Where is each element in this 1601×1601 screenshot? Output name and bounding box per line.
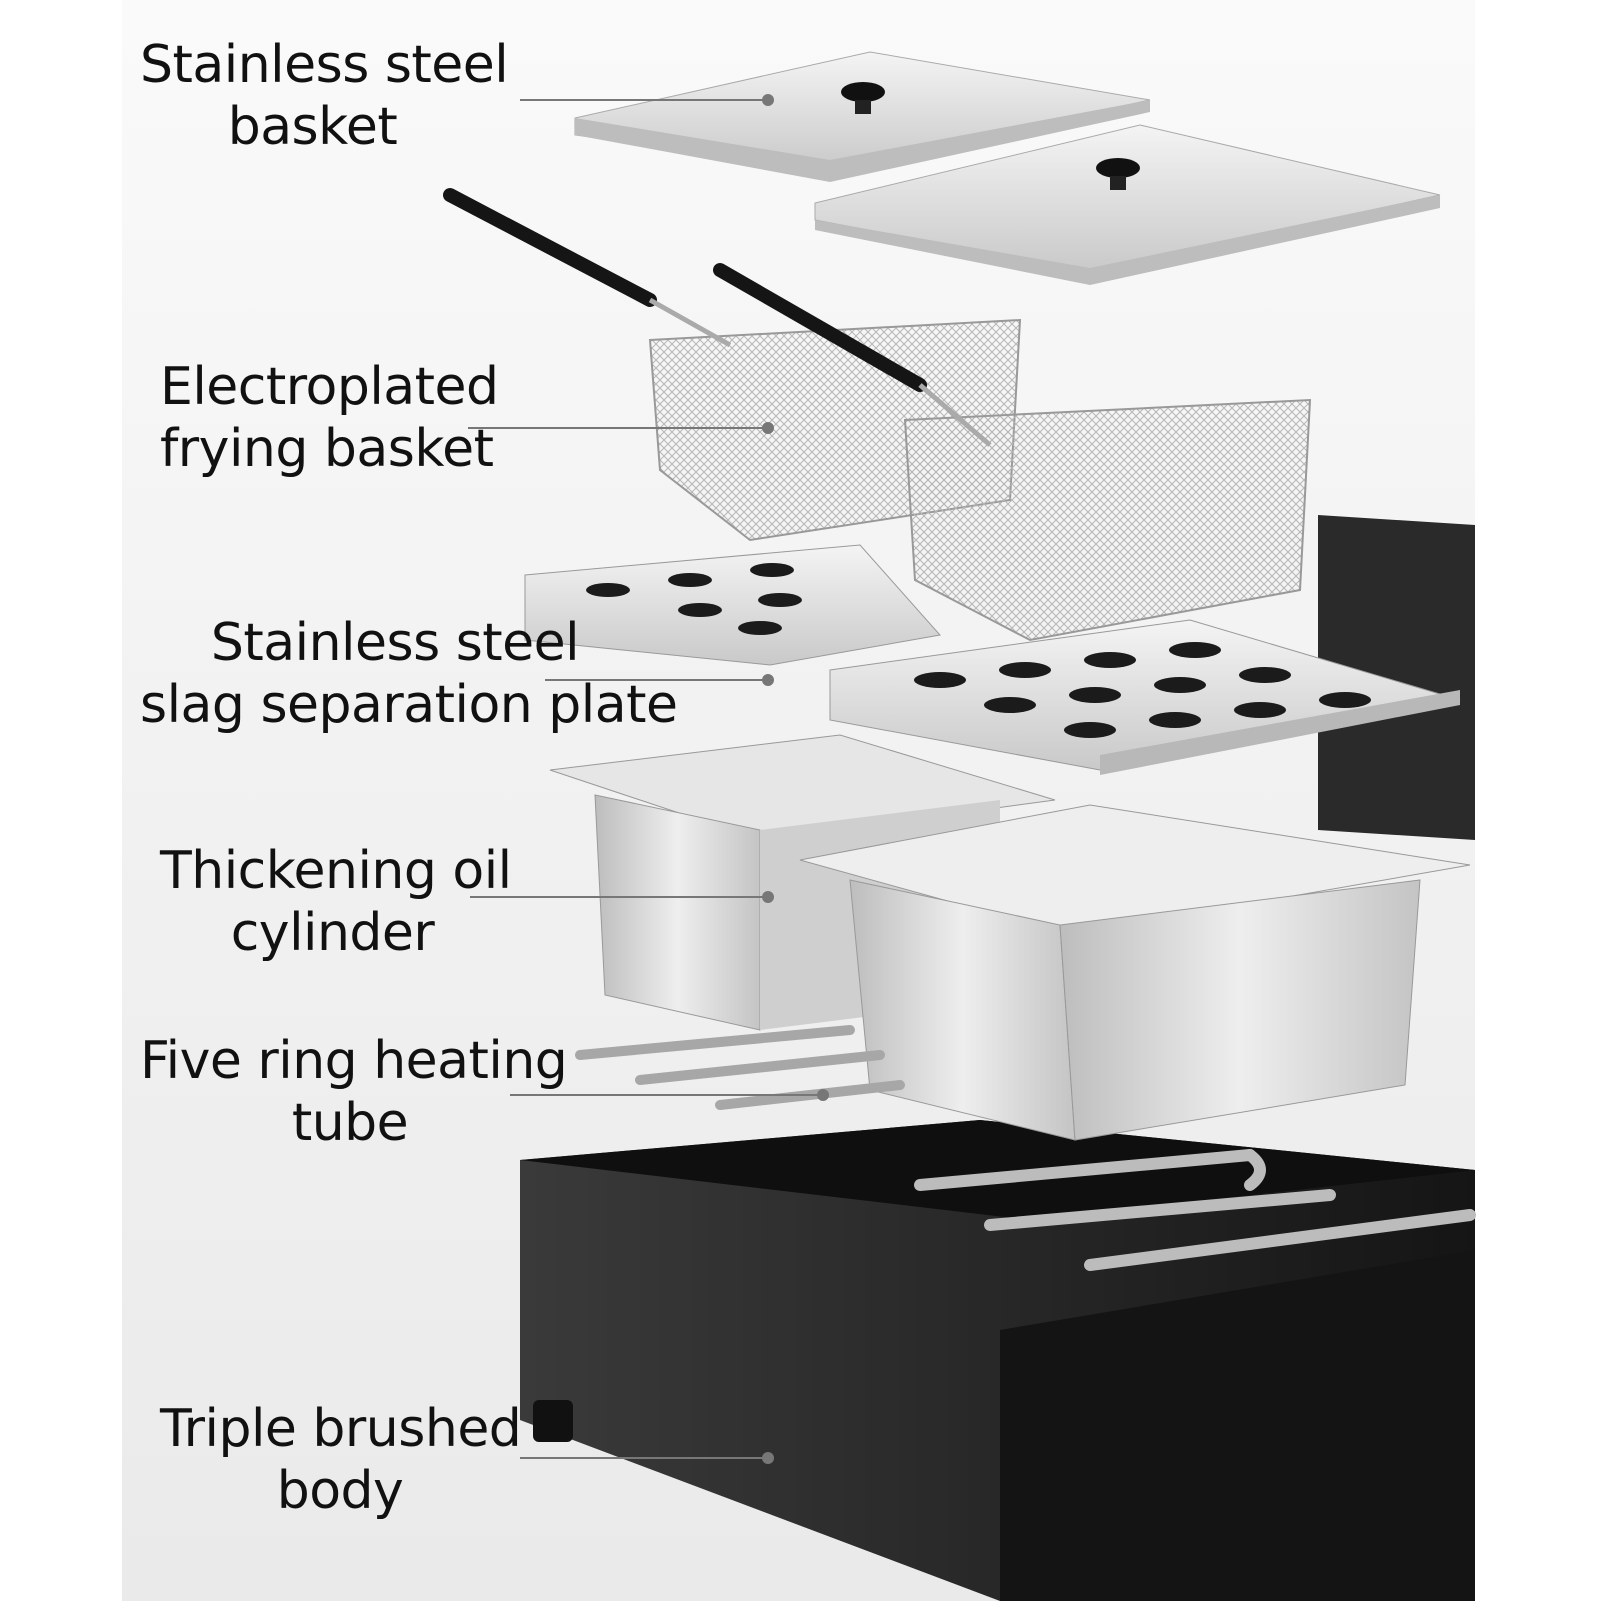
label-line: Thickening oil xyxy=(160,841,512,901)
label-slag-separation-plate: Stainless steel slag separation plate xyxy=(140,612,678,736)
label-line: slag separation plate xyxy=(140,675,678,735)
label-line: Stainless steel xyxy=(140,35,509,95)
label-line: Triple brushed xyxy=(160,1399,522,1459)
label-thickening-oil-cylinder: Thickening oil cylinder xyxy=(160,840,512,964)
label-stainless-steel-basket: Stainless steel basket xyxy=(140,34,509,158)
label-line: Five ring heating xyxy=(140,1031,568,1091)
fryer-body xyxy=(520,515,1475,1601)
label-five-ring-heating-tube: Five ring heating tube xyxy=(140,1030,568,1154)
lid-left xyxy=(574,51,1151,182)
heating-tube-right xyxy=(914,1149,1476,1271)
lid-right xyxy=(814,124,1441,285)
label-line: cylinder xyxy=(230,903,435,963)
frying-basket-right xyxy=(713,263,1312,642)
label-triple-brushed-body: Triple brushed body xyxy=(160,1398,522,1522)
label-electroplated-frying-basket: Electroplated frying basket xyxy=(160,356,499,480)
label-line: tube xyxy=(291,1093,409,1153)
leader-lines xyxy=(468,94,829,1464)
heating-tube-left xyxy=(575,1025,905,1110)
label-line: body xyxy=(276,1461,404,1521)
label-line: basket xyxy=(227,97,398,157)
label-line: frying basket xyxy=(160,419,494,479)
slag-plate-left xyxy=(524,544,941,666)
label-line: Electroplated xyxy=(160,357,499,417)
slag-plate-right xyxy=(829,619,1461,775)
label-line: Stainless steel xyxy=(210,613,580,673)
oil-tank-right xyxy=(799,804,1471,1141)
